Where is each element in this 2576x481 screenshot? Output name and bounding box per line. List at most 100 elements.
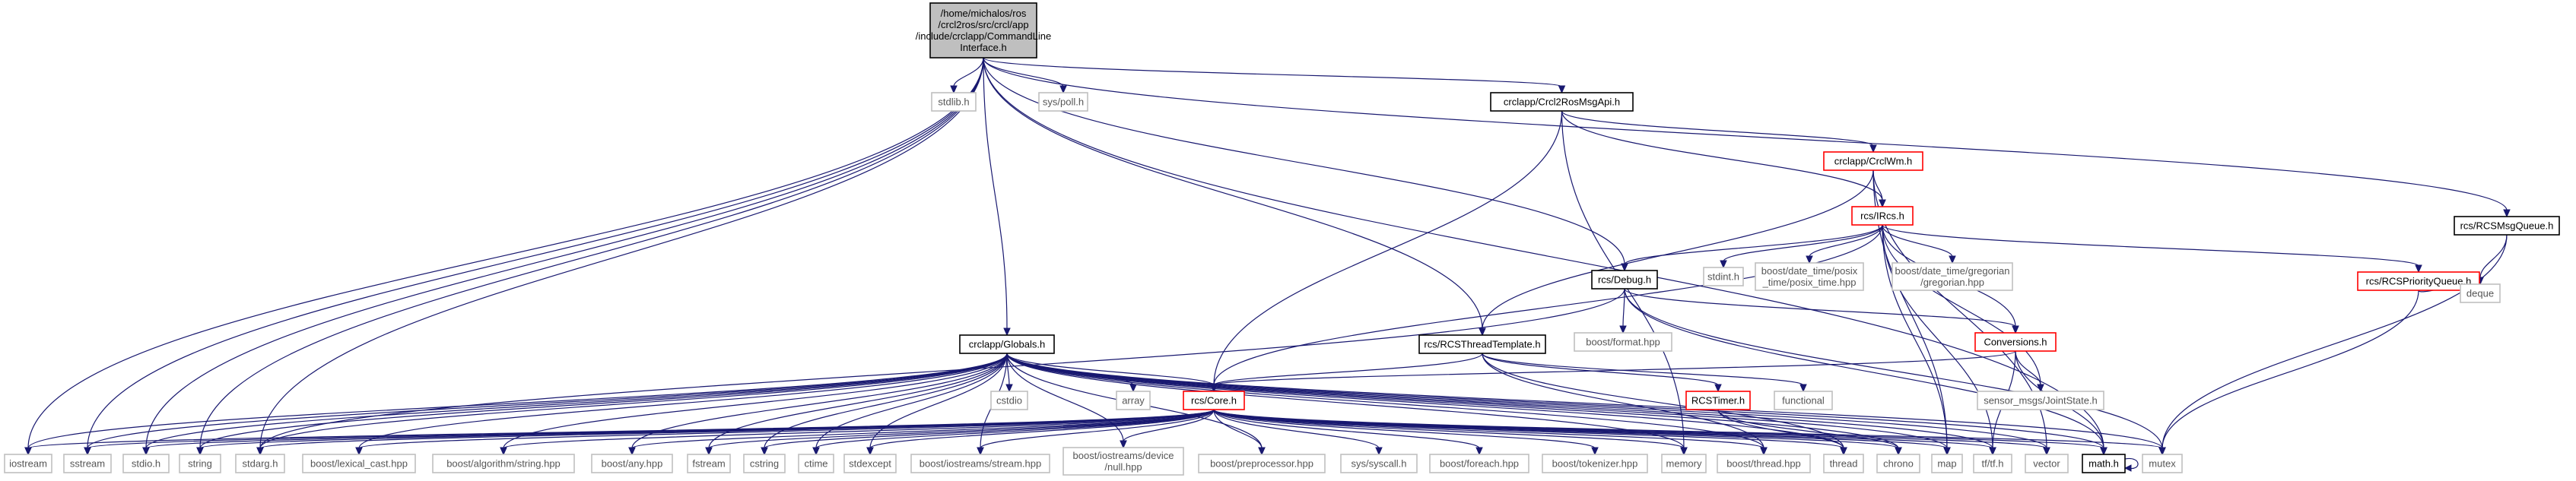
edge-rcsthreadtpl-functional — [1482, 353, 1804, 386]
node-debug[interactable]: rcs/Debug.h — [1591, 270, 1658, 290]
node-chrono[interactable]: chrono — [1876, 454, 1920, 473]
node-posixtime[interactable]: boost/date_time/posix_time/posix_time.hp… — [1755, 262, 1864, 291]
edge-core-iostreamsnull — [1123, 409, 1215, 442]
node-label: Interface.h — [960, 42, 1006, 53]
node-iostreamsstream[interactable]: boost/iostreams/stream.hpp — [910, 454, 1050, 473]
node-vector[interactable]: vector — [2025, 454, 2069, 473]
node-label: crclapp/CrclWm.h — [1834, 156, 1913, 167]
node-bformat[interactable]: boost/format.hpp — [1574, 332, 1672, 352]
edge-root-iostream — [27, 57, 984, 449]
node-label: string — [188, 458, 212, 470]
node-stdexcept[interactable]: stdexcept — [843, 454, 897, 473]
node-conversions[interactable]: Conversions.h — [1974, 332, 2057, 352]
node-deque[interactable]: deque — [2460, 283, 2501, 303]
edge-arrowhead — [1375, 447, 1383, 456]
node-ctime[interactable]: ctime — [798, 454, 834, 473]
node-label: map — [1937, 458, 1956, 470]
edge-globals-sstream — [87, 353, 1008, 449]
node-memory[interactable]: memory — [1661, 454, 1707, 473]
node-iostream[interactable]: iostream — [4, 454, 52, 473]
node-ircs[interactable]: rcs/IRcs.h — [1851, 206, 1914, 226]
node-rcsmsgq[interactable]: rcs/RCSMsgQueue.h — [2454, 216, 2560, 236]
node-sstream[interactable]: sstream — [63, 454, 112, 473]
edge-rcstimer-thread — [1717, 409, 1844, 449]
node-box — [1823, 151, 1923, 171]
node-label: fstream — [692, 458, 725, 470]
node-box — [1851, 206, 1914, 226]
edge-ircs-gregorian — [1882, 224, 1953, 258]
node-preprocessor[interactable]: boost/preprocessor.hpp — [1198, 454, 1326, 473]
edge-arrowhead — [355, 447, 363, 456]
node-bany[interactable]: boost/any.hpp — [591, 454, 673, 473]
node-mathh[interactable]: math.h — [2082, 454, 2126, 473]
edge-debug-mutex — [1624, 288, 2163, 449]
edge-globals-vector — [1006, 353, 2047, 449]
node-cstring[interactable]: cstring — [743, 454, 786, 473]
node-tftf[interactable]: tf/tf.h — [1973, 454, 2012, 473]
node-rcstimer[interactable]: RCSTimer.h — [1685, 391, 1751, 410]
node-functional[interactable]: functional — [1774, 391, 1833, 410]
node-core[interactable]: rcs/Core.h — [1183, 391, 1245, 410]
node-box — [1198, 454, 1326, 473]
edge-layer — [24, 57, 2511, 472]
node-array[interactable]: array — [1116, 391, 1151, 410]
node-label: boost/iostreams/stream.hpp — [920, 458, 1041, 470]
node-tokenizer[interactable]: boost/tokenizer.hpp — [1542, 454, 1648, 473]
edge-globals-core — [1006, 353, 1215, 386]
node-iostreamsnull[interactable]: boost/iostreams/device/null.hpp — [1062, 447, 1184, 476]
node-box — [2142, 454, 2183, 473]
edge-arrowhead — [812, 447, 820, 456]
node-stdint[interactable]: stdint.h — [1703, 267, 1744, 286]
node-layer: /home/michalos/ros/crcl2ros/src/crcl/app… — [4, 2, 2560, 476]
node-box — [1542, 454, 1648, 473]
node-bthread[interactable]: boost/thread.hpp — [1717, 454, 1811, 473]
node-mutex[interactable]: mutex — [2142, 454, 2183, 473]
node-box — [1977, 391, 2104, 410]
node-rcspq[interactable]: rcs/RCSPriorityQueue.h — [2357, 271, 2480, 291]
node-lexcast[interactable]: boost/lexical_cast.hpp — [302, 454, 416, 473]
node-jointstate[interactable]: sensor_msgs/JointState.h — [1977, 391, 2104, 410]
node-label: ctime — [804, 458, 827, 470]
edge-core-preprocessor — [1213, 409, 1263, 449]
node-box — [1973, 454, 2012, 473]
node-syscall[interactable]: sys/syscall.h — [1340, 454, 1418, 473]
node-fstream[interactable]: fstream — [687, 454, 731, 473]
node-rcsthreadtpl[interactable]: rcs/RCSThreadTemplate.h — [1418, 334, 1546, 354]
node-map[interactable]: map — [1931, 454, 1963, 473]
edge-arrowhead — [977, 447, 984, 456]
edge-core-cstring — [764, 409, 1215, 449]
edge-ircs-jointstate — [1882, 224, 2041, 386]
node-box — [2454, 216, 2560, 236]
node-cstdio[interactable]: cstdio — [990, 391, 1028, 410]
edge-arrowhead — [196, 447, 204, 456]
node-thread[interactable]: thread — [1823, 454, 1864, 473]
edge-arrowhead — [1619, 325, 1627, 334]
edge-arrowhead — [1059, 85, 1067, 94]
node-stdioh[interactable]: stdio.h — [122, 454, 170, 473]
node-globals[interactable]: crclapp/Globals.h — [959, 334, 1055, 354]
edge-arrowhead — [1003, 328, 1011, 337]
node-syspoll[interactable]: sys/poll.h — [1038, 92, 1088, 112]
node-box — [1574, 332, 1672, 352]
node-box — [1755, 262, 1864, 291]
node-rosmsgapi[interactable]: crclapp/Crcl2RosMsgApi.h — [1490, 92, 1634, 112]
edge-conversions-core — [1213, 350, 2016, 386]
node-label: functional — [1782, 395, 1825, 407]
node-box — [1490, 92, 1634, 112]
node-gregorian[interactable]: boost/date_time/gregorian/gregorian.hpp — [1892, 262, 2013, 291]
node-stdargh[interactable]: stdarg.h — [235, 454, 285, 473]
node-string[interactable]: string — [179, 454, 221, 473]
node-label: boost/any.hpp — [602, 458, 663, 470]
node-label: boost/date_time/gregorian — [1895, 265, 2009, 277]
edge-root-debug — [983, 57, 1625, 265]
edge-core-bany — [631, 409, 1215, 449]
node-stdlib[interactable]: stdlib.h — [931, 92, 977, 112]
node-label: rcs/RCSMsgQueue.h — [2460, 220, 2554, 232]
node-root[interactable]: /home/michalos/ros/crcl2ros/src/crcl/app… — [916, 2, 1051, 59]
node-algostring[interactable]: boost/algorithm/string.hpp — [432, 454, 575, 473]
node-crclwm[interactable]: crclapp/CrclWm.h — [1823, 151, 1923, 171]
node-label: stdio.h — [132, 458, 160, 470]
edge-arrowhead — [1129, 384, 1137, 393]
node-foreach[interactable]: boost/foreach.hpp — [1429, 454, 1529, 473]
node-box — [743, 454, 786, 473]
